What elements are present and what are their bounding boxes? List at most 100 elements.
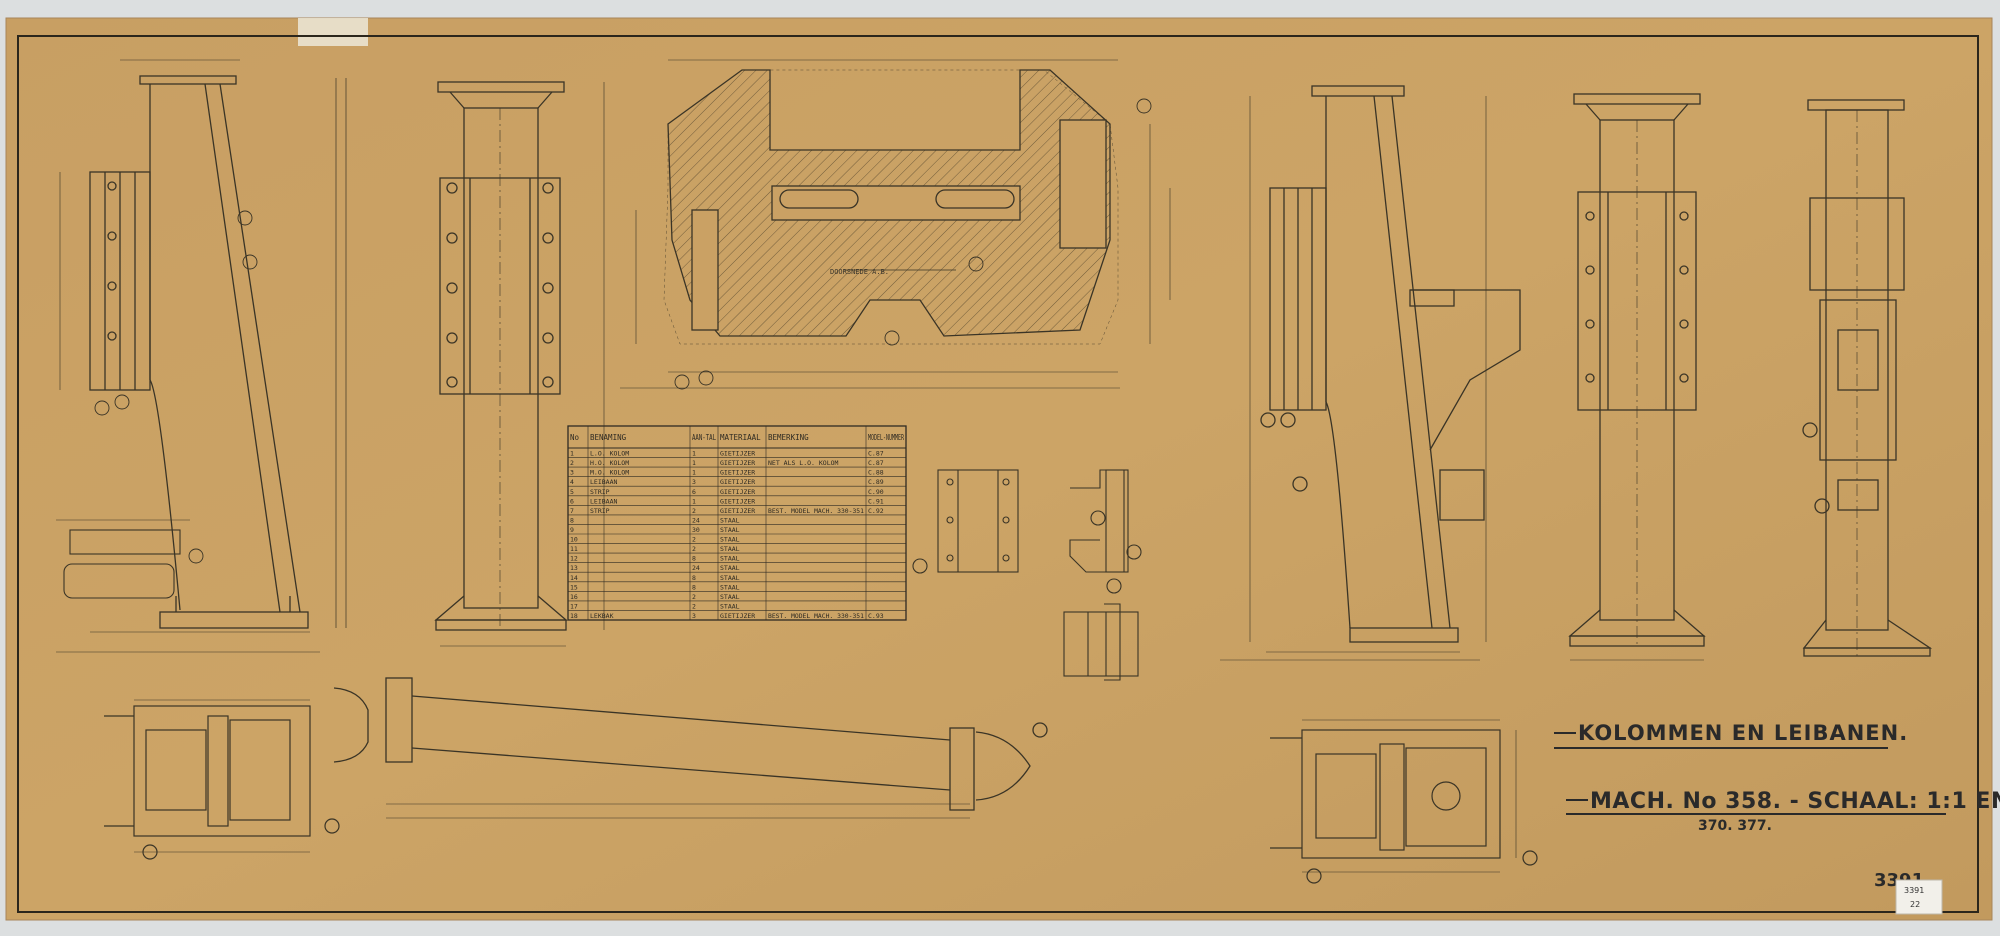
bom-cell: STAAL bbox=[720, 555, 740, 563]
column-side-view-left bbox=[56, 59, 347, 653]
plan-view-lower-right bbox=[1270, 719, 1538, 884]
bom-header-cell: BENAMING bbox=[590, 433, 627, 442]
bom-header-cell: BEMERKING bbox=[768, 433, 809, 442]
bom-cell: 8 bbox=[692, 583, 696, 591]
bom-cell: 18 bbox=[570, 612, 578, 620]
bom-cell: GIETIJZER bbox=[720, 450, 755, 458]
guide-bar-view bbox=[333, 677, 1048, 819]
bom-cell: L.O. KOLOM bbox=[590, 450, 629, 458]
bom-cell: 3 bbox=[692, 612, 696, 620]
bom-cell: GIETIJZER bbox=[720, 612, 755, 620]
bom-cell: C.89 bbox=[868, 478, 884, 486]
bom-cell: 2 bbox=[692, 602, 696, 610]
bom-cell: M.O. KOLOM bbox=[590, 469, 629, 477]
bom-cell: 3 bbox=[570, 469, 574, 477]
bom-cell: C.92 bbox=[868, 507, 884, 515]
bom-cell: 17 bbox=[570, 602, 578, 610]
bom-cell: C.91 bbox=[868, 497, 884, 505]
bom-cell: 2 bbox=[692, 507, 696, 515]
bom-cell: H.O. KOLOM bbox=[590, 459, 629, 467]
bom-cell: GIETIJZER bbox=[720, 469, 755, 477]
bom-cell: STAAL bbox=[720, 574, 740, 582]
drawing-border bbox=[17, 35, 1979, 913]
bom-cell: C.87 bbox=[868, 459, 884, 467]
bom-cell: STRIP bbox=[590, 507, 610, 515]
bom-cell: 1 bbox=[570, 450, 574, 458]
bom-cell: 12 bbox=[570, 555, 578, 563]
bom-cell: 13 bbox=[570, 564, 578, 572]
bom-cell: 1 bbox=[692, 450, 696, 458]
column-side-view-right bbox=[1220, 85, 1521, 661]
bom-cell: GIETIJZER bbox=[720, 488, 755, 496]
bom-cell: STAAL bbox=[720, 593, 740, 601]
bom-cell: 6 bbox=[570, 497, 574, 505]
bom-cell: STAAL bbox=[720, 564, 740, 572]
archive-label: 3391 22 bbox=[1895, 879, 1943, 915]
bom-cell: 2 bbox=[692, 545, 696, 553]
bom-cell: 3 bbox=[692, 478, 696, 486]
bom-cell: STAAL bbox=[720, 545, 740, 553]
bom-cell: NET ALS L.O. KOLOM bbox=[768, 459, 839, 467]
machine-scale-line: MACH. No 358. - SCHAAL: 1:1 EN 1:4. bbox=[1590, 789, 2000, 814]
bom-cell: 10 bbox=[570, 536, 578, 544]
drawing-numbers: 370. 377. bbox=[1698, 818, 1772, 834]
bom-header-cell: MODEL-NUMMER bbox=[868, 433, 904, 442]
archive-label-line1: 3391 bbox=[1904, 886, 1924, 895]
bom-cell: 8 bbox=[692, 574, 696, 582]
bom-cell: 1 bbox=[692, 497, 696, 505]
bom-cell: 6 bbox=[692, 488, 696, 496]
bom-cell: 14 bbox=[570, 574, 578, 582]
bom-cell: GIETIJZER bbox=[720, 507, 755, 515]
bom-cell: C.87 bbox=[868, 450, 884, 458]
bom-cell: LEIBAAN bbox=[590, 478, 617, 486]
bom-cell: LEKBAK bbox=[590, 612, 614, 620]
bom-cell: 30 bbox=[692, 526, 700, 534]
section-label: DOORSNEDE A.B. bbox=[830, 268, 889, 276]
bom-header-cell: No bbox=[570, 433, 580, 442]
leader-balloons-1 bbox=[94, 210, 258, 564]
bom-cell: BEST. MODEL MACH. 330-351 bbox=[768, 612, 864, 620]
title-block: KOLOMMEN EN LEIBANEN. MACH. No 358. - SC… bbox=[1554, 721, 2000, 891]
bom-cell: BEST. MODEL MACH. 330-351 bbox=[768, 507, 864, 515]
bom-cell: 1 bbox=[692, 459, 696, 467]
bom-cell: C.90 bbox=[868, 488, 884, 496]
bom-cell: C.93 bbox=[868, 612, 884, 620]
bom-cell: 2 bbox=[692, 536, 696, 544]
bom-header-cell: AAN-TAL bbox=[692, 433, 716, 442]
bom-cell: 2 bbox=[570, 459, 574, 467]
detail-views-middle bbox=[912, 469, 1142, 681]
cross-section-ab bbox=[620, 59, 1171, 389]
bom-cell: STAAL bbox=[720, 602, 740, 610]
leader-balloons-3 bbox=[674, 98, 1152, 390]
bom-cell: 9 bbox=[570, 526, 574, 534]
bom-cell: 16 bbox=[570, 593, 578, 601]
bom-cell: 8 bbox=[692, 555, 696, 563]
bom-cell: 24 bbox=[692, 516, 700, 524]
column-front-view-left bbox=[434, 81, 605, 647]
bom-cell: C.88 bbox=[868, 469, 884, 477]
archive-label-line2: 22 bbox=[1910, 900, 1920, 909]
column-front-view-right bbox=[1568, 93, 1706, 661]
bom-cell: GIETIJZER bbox=[720, 497, 755, 505]
bom-cell: STAAL bbox=[720, 526, 740, 534]
drawing-title: KOLOMMEN EN LEIBANEN. bbox=[1578, 721, 1908, 745]
bom-cell: 5 bbox=[570, 488, 574, 496]
bom-cell: STAAL bbox=[720, 583, 740, 591]
bom-cell: 1 bbox=[692, 469, 696, 477]
bom-cell: GIETIJZER bbox=[720, 478, 755, 486]
bom-header-cell: MATERIAAL bbox=[720, 433, 761, 442]
bom-cell: 11 bbox=[570, 545, 578, 553]
bom-cell: 24 bbox=[692, 564, 700, 572]
plan-view-lower-left bbox=[104, 699, 340, 860]
bom-cell: STRIP bbox=[590, 488, 610, 496]
bom-cell: STAAL bbox=[720, 516, 740, 524]
bom-cell: LEIBAAN bbox=[590, 497, 617, 505]
bom-cell: STAAL bbox=[720, 536, 740, 544]
column-back-view bbox=[1802, 99, 1933, 657]
bom-cell: 8 bbox=[570, 516, 574, 524]
tape-piece bbox=[298, 18, 368, 46]
bom-cell: GIETIJZER bbox=[720, 459, 755, 467]
bom-cell: 7 bbox=[570, 507, 574, 515]
bill-of-materials: No BENAMING AAN-TAL MATERIAAL BEMERKING MODEL… bbox=[567, 425, 907, 621]
